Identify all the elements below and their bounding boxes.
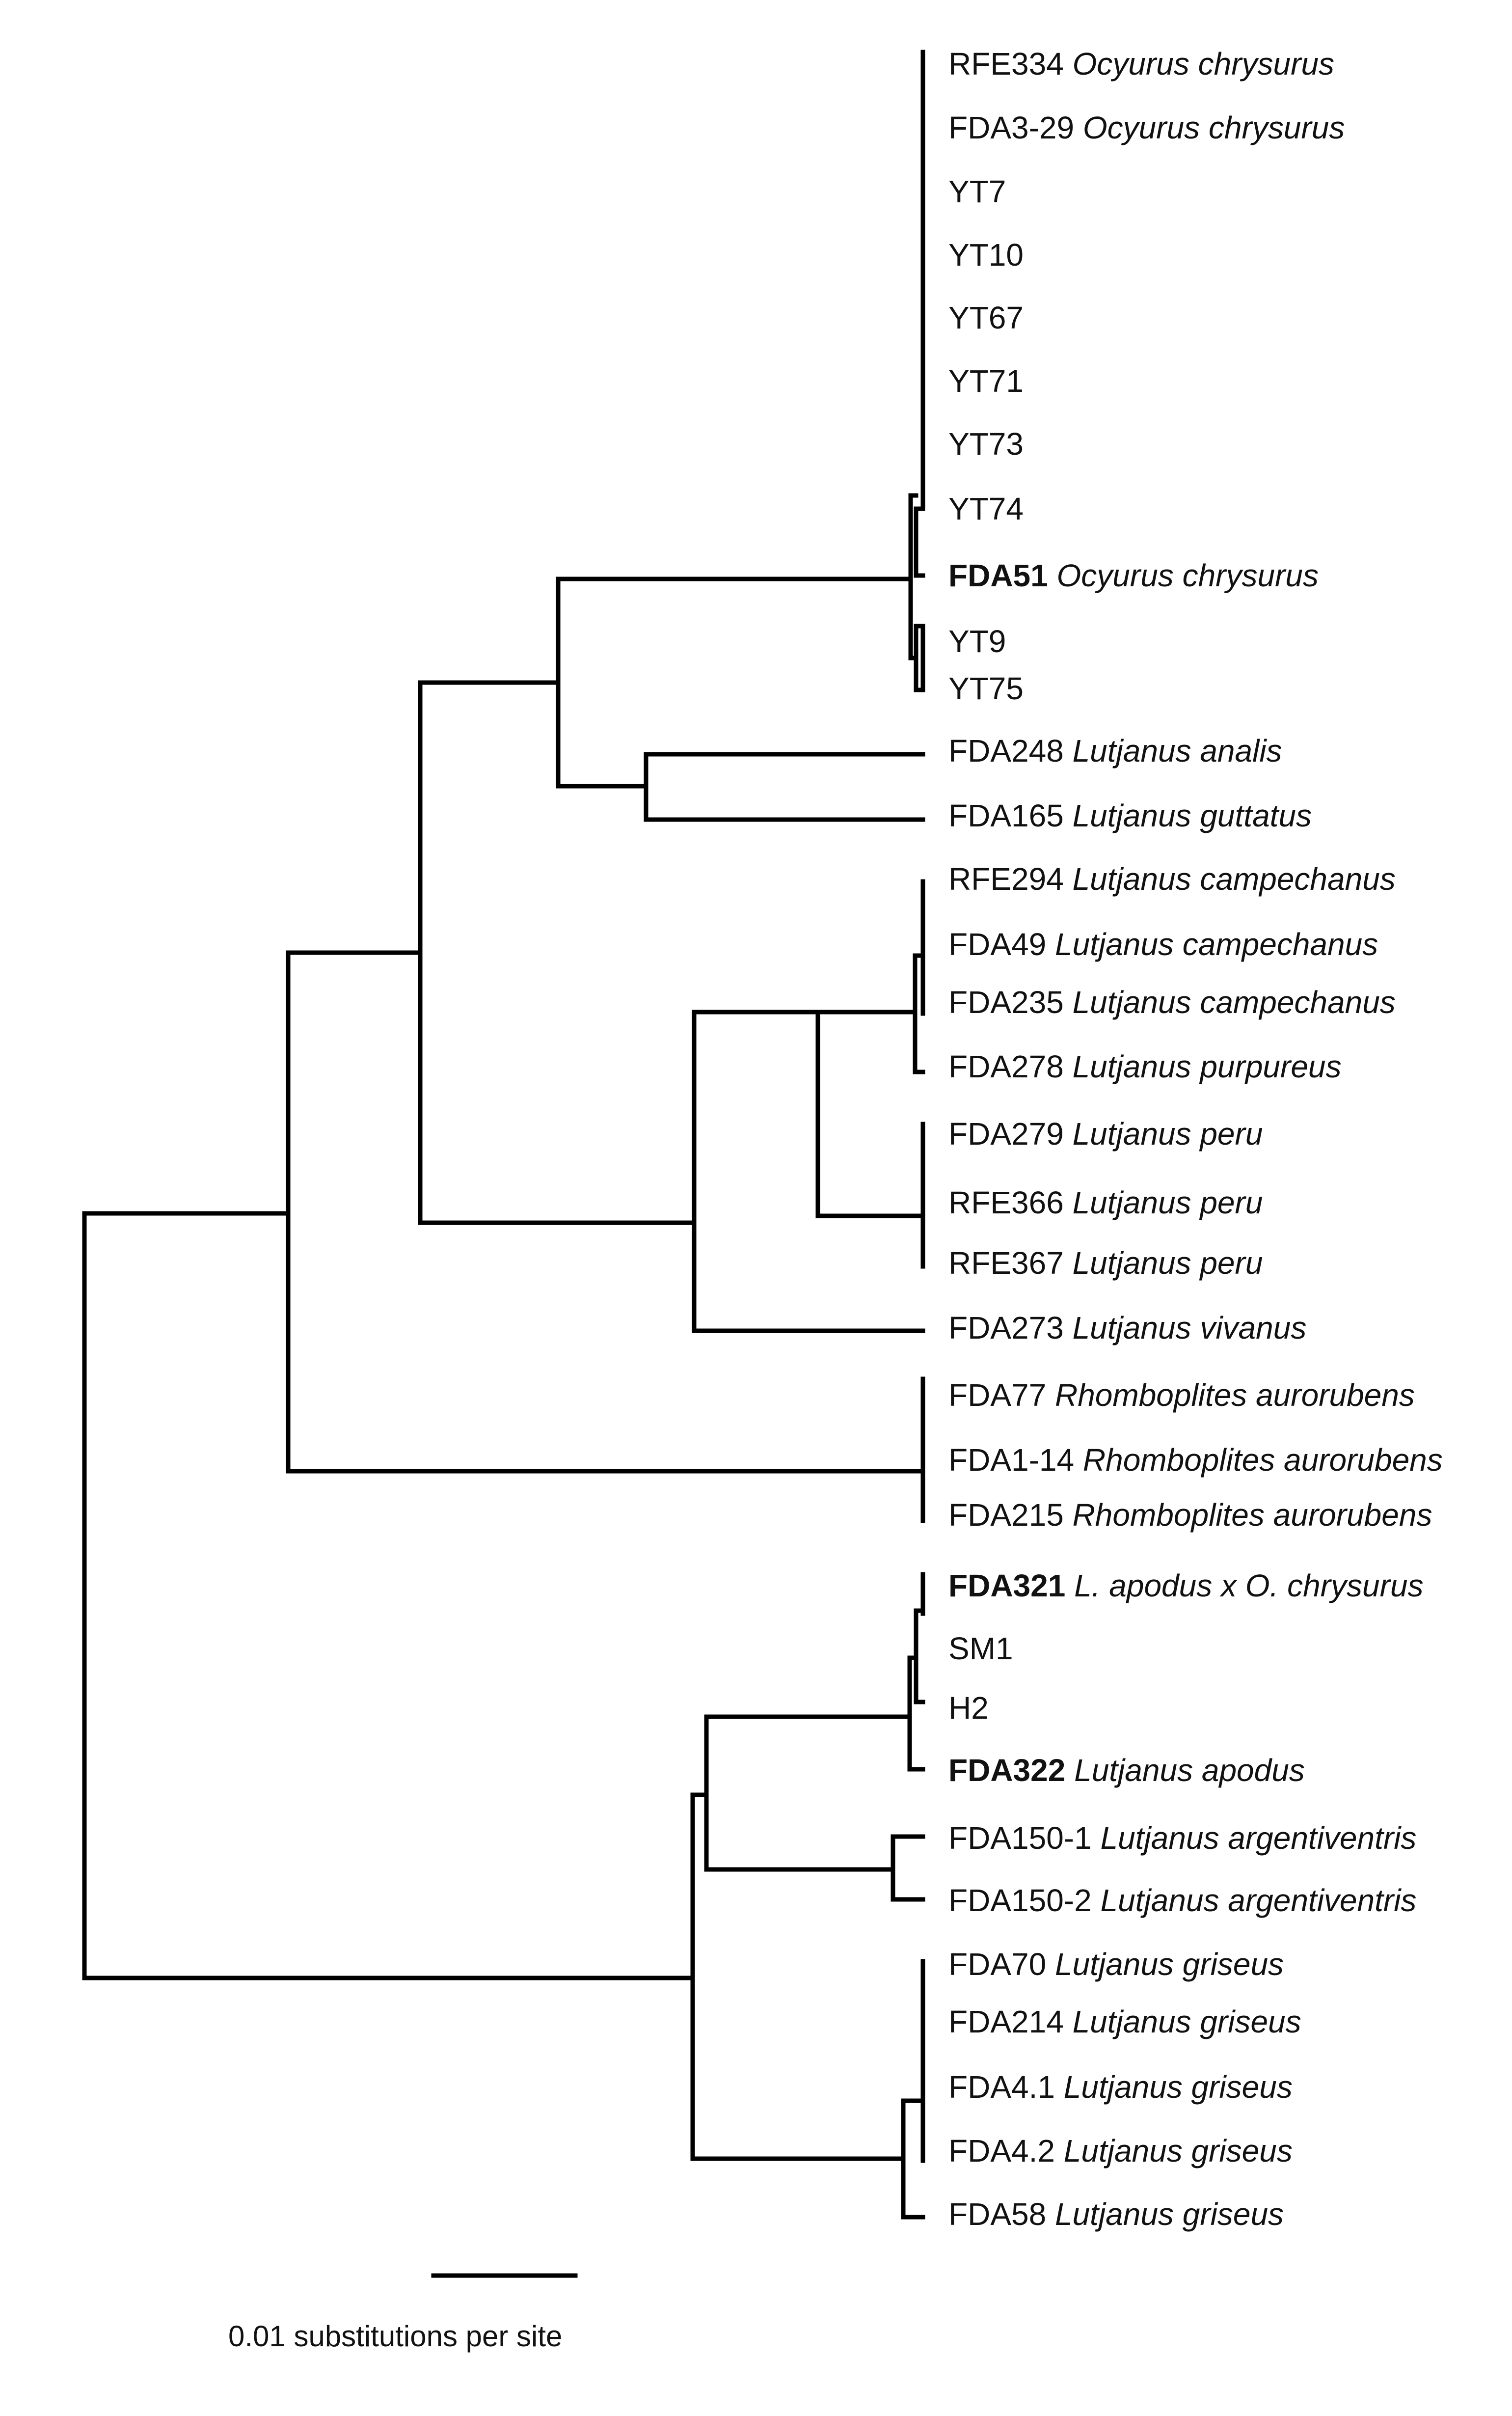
leaf-code: RFE294 <box>948 861 1064 897</box>
leaf-species: Lutjanus purpureus <box>1072 1049 1342 1084</box>
leaf-code: FDA279 <box>948 1116 1064 1152</box>
leaf-label: YT75 <box>948 659 1024 718</box>
leaf-code: FDA70 <box>948 1947 1047 1982</box>
leaf-label: YT10 <box>948 225 1024 284</box>
leaf-label: FDA150-2 Lutjanus argentiventris <box>948 1871 1416 1930</box>
leaf-label: FDA49 Lutjanus campechanus <box>948 915 1378 974</box>
leaf-code: YT71 <box>948 363 1024 399</box>
leaf-species: Ocyurus chrysurus <box>1056 558 1319 593</box>
leaf-code: FDA58 <box>948 2196 1047 2232</box>
leaf-code: FDA3-29 <box>948 110 1075 145</box>
leaf-species: Lutjanus griseus <box>1054 1947 1284 1982</box>
leaf-label: RFE367 Lutjanus peru <box>948 1234 1263 1292</box>
leaf-code: RFE366 <box>948 1185 1064 1220</box>
leaf-species: Lutjanus argentiventris <box>1100 1820 1417 1856</box>
leaf-code: FDA321 <box>948 1568 1066 1603</box>
leaf-label: FDA322 Lutjanus apodus <box>948 1741 1305 1800</box>
leaf-label: FDA77 Rhomboplites aurorubens <box>948 1366 1415 1425</box>
leaf-species: Lutjanus campechanus <box>1072 985 1396 1020</box>
leaf-label: YT67 <box>948 288 1024 347</box>
leaf-code: YT67 <box>948 300 1024 335</box>
leaf-label: YT73 <box>948 414 1024 473</box>
leaf-code: H2 <box>948 1690 989 1726</box>
leaf-code: YT7 <box>948 174 1006 209</box>
leaf-code: FDA278 <box>948 1049 1064 1084</box>
leaf-code: YT73 <box>948 426 1024 462</box>
leaf-label: RFE294 Lutjanus campechanus <box>948 850 1396 908</box>
leaf-code: YT74 <box>948 491 1024 526</box>
leaf-code: FDA165 <box>948 798 1064 833</box>
leaf-label: RFE334 Ocyurus chrysurus <box>948 34 1334 93</box>
leaf-species: Rhomboplites aurorubens <box>1082 1442 1443 1478</box>
leaf-code: FDA214 <box>948 2004 1064 2039</box>
leaf-species: Lutjanus analis <box>1072 733 1282 769</box>
leaf-code: FDA51 <box>948 558 1048 593</box>
leaf-code: FDA4.2 <box>948 2133 1055 2169</box>
leaf-species: Lutjanus griseus <box>1054 2196 1284 2232</box>
leaf-code: FDA273 <box>948 1310 1064 1345</box>
leaf-species: Lutjanus griseus <box>1063 2133 1293 2169</box>
leaf-code: FDA49 <box>948 927 1047 962</box>
leaf-label: FDA51 Ocyurus chrysurus <box>948 546 1319 605</box>
leaf-label: FDA150-1 Lutjanus argentiventris <box>948 1809 1416 1867</box>
leaf-species: Ocyurus chrysurus <box>1082 110 1345 145</box>
leaf-species: Rhomboplites aurorubens <box>1054 1377 1415 1413</box>
leaf-species: Lutjanus campechanus <box>1054 927 1378 962</box>
leaf-species: Lutjanus peru <box>1072 1185 1263 1220</box>
leaf-species: Lutjanus campechanus <box>1072 861 1396 897</box>
leaf-label: YT71 <box>948 352 1024 411</box>
leaf-label: SM1 <box>948 1619 1013 1678</box>
leaf-code: FDA235 <box>948 985 1064 1020</box>
leaf-label: FDA273 Lutjanus vivanus <box>948 1298 1306 1357</box>
leaf-label: FDA4.2 Lutjanus griseus <box>948 2121 1293 2180</box>
leaf-species: Lutjanus griseus <box>1072 2004 1301 2039</box>
leaf-species: Ocyurus chrysurus <box>1072 46 1335 82</box>
leaf-code: YT75 <box>948 671 1024 706</box>
leaf-code: FDA4.1 <box>948 2069 1055 2105</box>
leaf-code: RFE367 <box>948 1245 1064 1281</box>
leaf-label: FDA70 Lutjanus griseus <box>948 1935 1284 1994</box>
leaf-code: FDA322 <box>948 1753 1066 1788</box>
leaf-label: RFE366 Lutjanus peru <box>948 1173 1263 1232</box>
leaf-label: YT74 <box>948 479 1024 538</box>
leaf-code: FDA150-2 <box>948 1883 1092 1918</box>
leaf-label: FDA278 Lutjanus purpureus <box>948 1037 1342 1096</box>
leaf-label: FDA214 Lutjanus griseus <box>948 1992 1301 2051</box>
leaf-code: FDA1-14 <box>948 1442 1075 1478</box>
leaf-species: Lutjanus peru <box>1072 1245 1263 1281</box>
leaf-code: FDA215 <box>948 1497 1064 1533</box>
leaf-label: FDA4.1 Lutjanus griseus <box>948 2058 1293 2116</box>
leaf-label: FDA321 L. apodus x O. chrysurus <box>948 1556 1424 1615</box>
leaf-label: FDA58 Lutjanus griseus <box>948 2185 1284 2244</box>
leaf-label: FDA165 Lutjanus guttatus <box>948 786 1312 845</box>
leaf-code: RFE334 <box>948 46 1064 82</box>
leaf-label: FDA235 Lutjanus campechanus <box>948 973 1396 1032</box>
leaf-label: FDA3-29 Ocyurus chrysurus <box>948 98 1345 157</box>
scale-bar-label: 0.01 substitutions per site <box>228 2320 563 2353</box>
leaf-label: FDA1-14 Rhomboplites aurorubens <box>948 1430 1443 1489</box>
leaf-code: FDA248 <box>948 733 1064 769</box>
leaf-species: Lutjanus griseus <box>1063 2069 1293 2105</box>
leaf-species: Rhomboplites aurorubens <box>1072 1497 1432 1533</box>
leaf-label: FDA248 Lutjanus analis <box>948 721 1282 780</box>
leaf-label: FDA279 Lutjanus peru <box>948 1104 1263 1163</box>
leaf-code: YT10 <box>948 237 1024 273</box>
leaf-code: FDA150-1 <box>948 1820 1092 1856</box>
leaf-label: YT9 <box>948 612 1006 671</box>
leaf-species: Lutjanus peru <box>1072 1116 1263 1152</box>
leaf-species: Lutjanus vivanus <box>1072 1310 1307 1345</box>
leaf-species: Lutjanus guttatus <box>1072 798 1312 833</box>
leaf-label: YT7 <box>948 162 1006 221</box>
leaf-code: YT9 <box>948 624 1006 659</box>
leaf-species: Lutjanus apodus <box>1074 1753 1305 1788</box>
leaf-label: FDA215 Rhomboplites aurorubens <box>948 1485 1432 1544</box>
leaf-code: SM1 <box>948 1631 1013 1666</box>
leaf-code: FDA77 <box>948 1377 1047 1413</box>
leaf-species: L. apodus x O. chrysurus <box>1074 1568 1424 1603</box>
leaf-label: H2 <box>948 1678 989 1737</box>
leaf-species: Lutjanus argentiventris <box>1100 1883 1417 1918</box>
